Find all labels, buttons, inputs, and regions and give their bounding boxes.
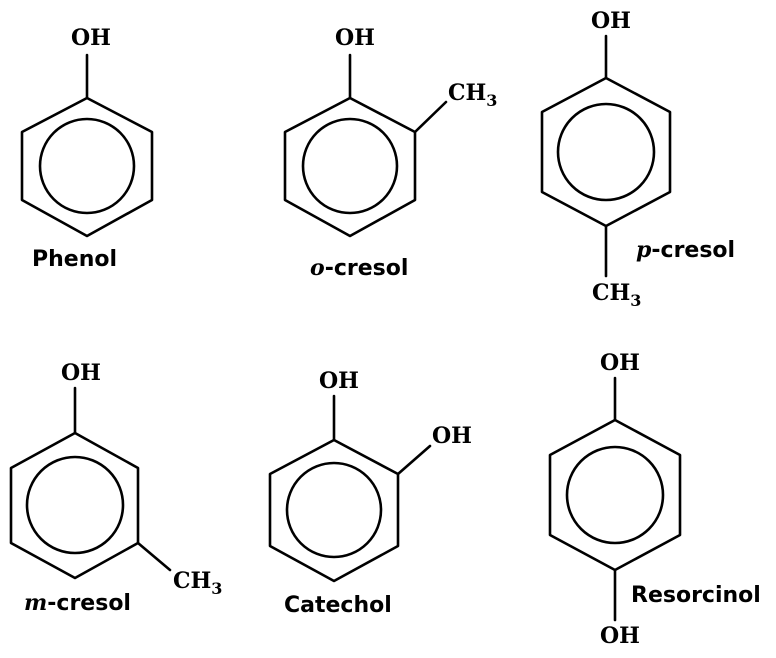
oh-bond — [396, 444, 432, 476]
methyl-bond — [136, 541, 172, 572]
methyl-text: CH — [592, 280, 630, 306]
oh-label: OH — [319, 368, 359, 394]
aromatic-circle — [38, 117, 136, 215]
methyl-text: CH — [173, 568, 211, 594]
name-text: -cresol — [651, 238, 735, 263]
compound-name: p-cresol — [636, 237, 735, 263]
o-cresol-structure: OH CH3 o-cresol — [283, 25, 497, 281]
oh-label: OH — [432, 423, 472, 449]
compound-name: Catechol — [284, 593, 392, 618]
aromatic-circle — [25, 455, 125, 555]
catechol-structure: OH OH Catechol — [268, 368, 472, 618]
p-cresol-structure: OH CH3 p-cresol — [540, 8, 735, 310]
methyl-subscript: 3 — [211, 579, 222, 598]
methyl-label: CH3 — [592, 280, 641, 310]
compound-name: m-cresol — [24, 590, 131, 616]
aromatic-circle — [565, 445, 665, 545]
benzene-ring — [540, 76, 672, 228]
name-prefix: p — [636, 237, 652, 263]
methyl-subscript: 3 — [630, 291, 641, 310]
oh-label: OH — [600, 623, 640, 649]
m-cresol-structure: OH CH3 m-cresol — [9, 360, 222, 616]
benzene-ring — [9, 431, 140, 580]
methyl-text: CH — [448, 80, 486, 106]
name-text: -cresol — [325, 256, 409, 281]
name-prefix: o — [310, 255, 325, 281]
compound-name: Resorcinol — [631, 583, 761, 608]
oh-label: OH — [71, 25, 111, 51]
name-text: -cresol — [47, 591, 131, 616]
methyl-label: CH3 — [448, 80, 497, 110]
phenol-structure: OH Phenol — [20, 25, 154, 272]
benzene-ring — [20, 96, 154, 238]
name-prefix: m — [24, 590, 47, 616]
oh-label: OH — [591, 8, 631, 34]
methyl-subscript: 3 — [486, 91, 497, 110]
benzene-ring — [268, 438, 400, 583]
aromatic-circle — [285, 461, 383, 559]
benzene-ring — [548, 418, 682, 572]
methyl-bond — [413, 100, 448, 134]
methyl-label: CH3 — [173, 568, 222, 598]
compound-name: o-cresol — [310, 255, 408, 281]
resorcinol-structure: OH OH Resorcinol — [548, 350, 761, 649]
oh-label: OH — [600, 350, 640, 376]
oh-label: OH — [335, 25, 375, 51]
aromatic-circle — [301, 117, 399, 215]
aromatic-circle — [556, 102, 656, 202]
compound-name: Phenol — [32, 247, 117, 272]
oh-label: OH — [61, 360, 101, 386]
